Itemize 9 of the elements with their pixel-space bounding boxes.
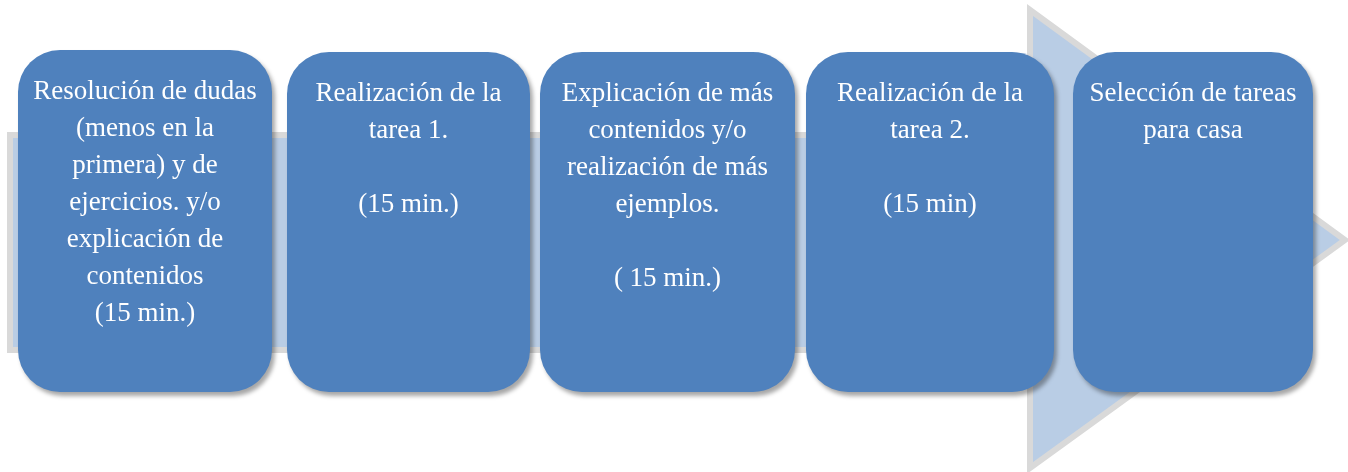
step-text: Selección de tareas para casa — [1088, 76, 1298, 146]
step-text: Realización de la tarea 2. — [836, 76, 1024, 146]
duration-text: (15 min.) — [93, 296, 197, 329]
duration-text: ( 15 min.) — [612, 261, 723, 294]
duration-text: (15 min) — [882, 187, 978, 220]
step-text: Explicación de más contenidos y/o realización de más ejemplos. — [560, 76, 775, 220]
step-text: Realización de la tarea 1. — [314, 76, 503, 146]
step-text: Resolución de dudas (menos en la primera) y de ejercicios. y/o explicación de contenidos — [32, 74, 258, 292]
duration-text: (15 min.) — [357, 187, 460, 220]
